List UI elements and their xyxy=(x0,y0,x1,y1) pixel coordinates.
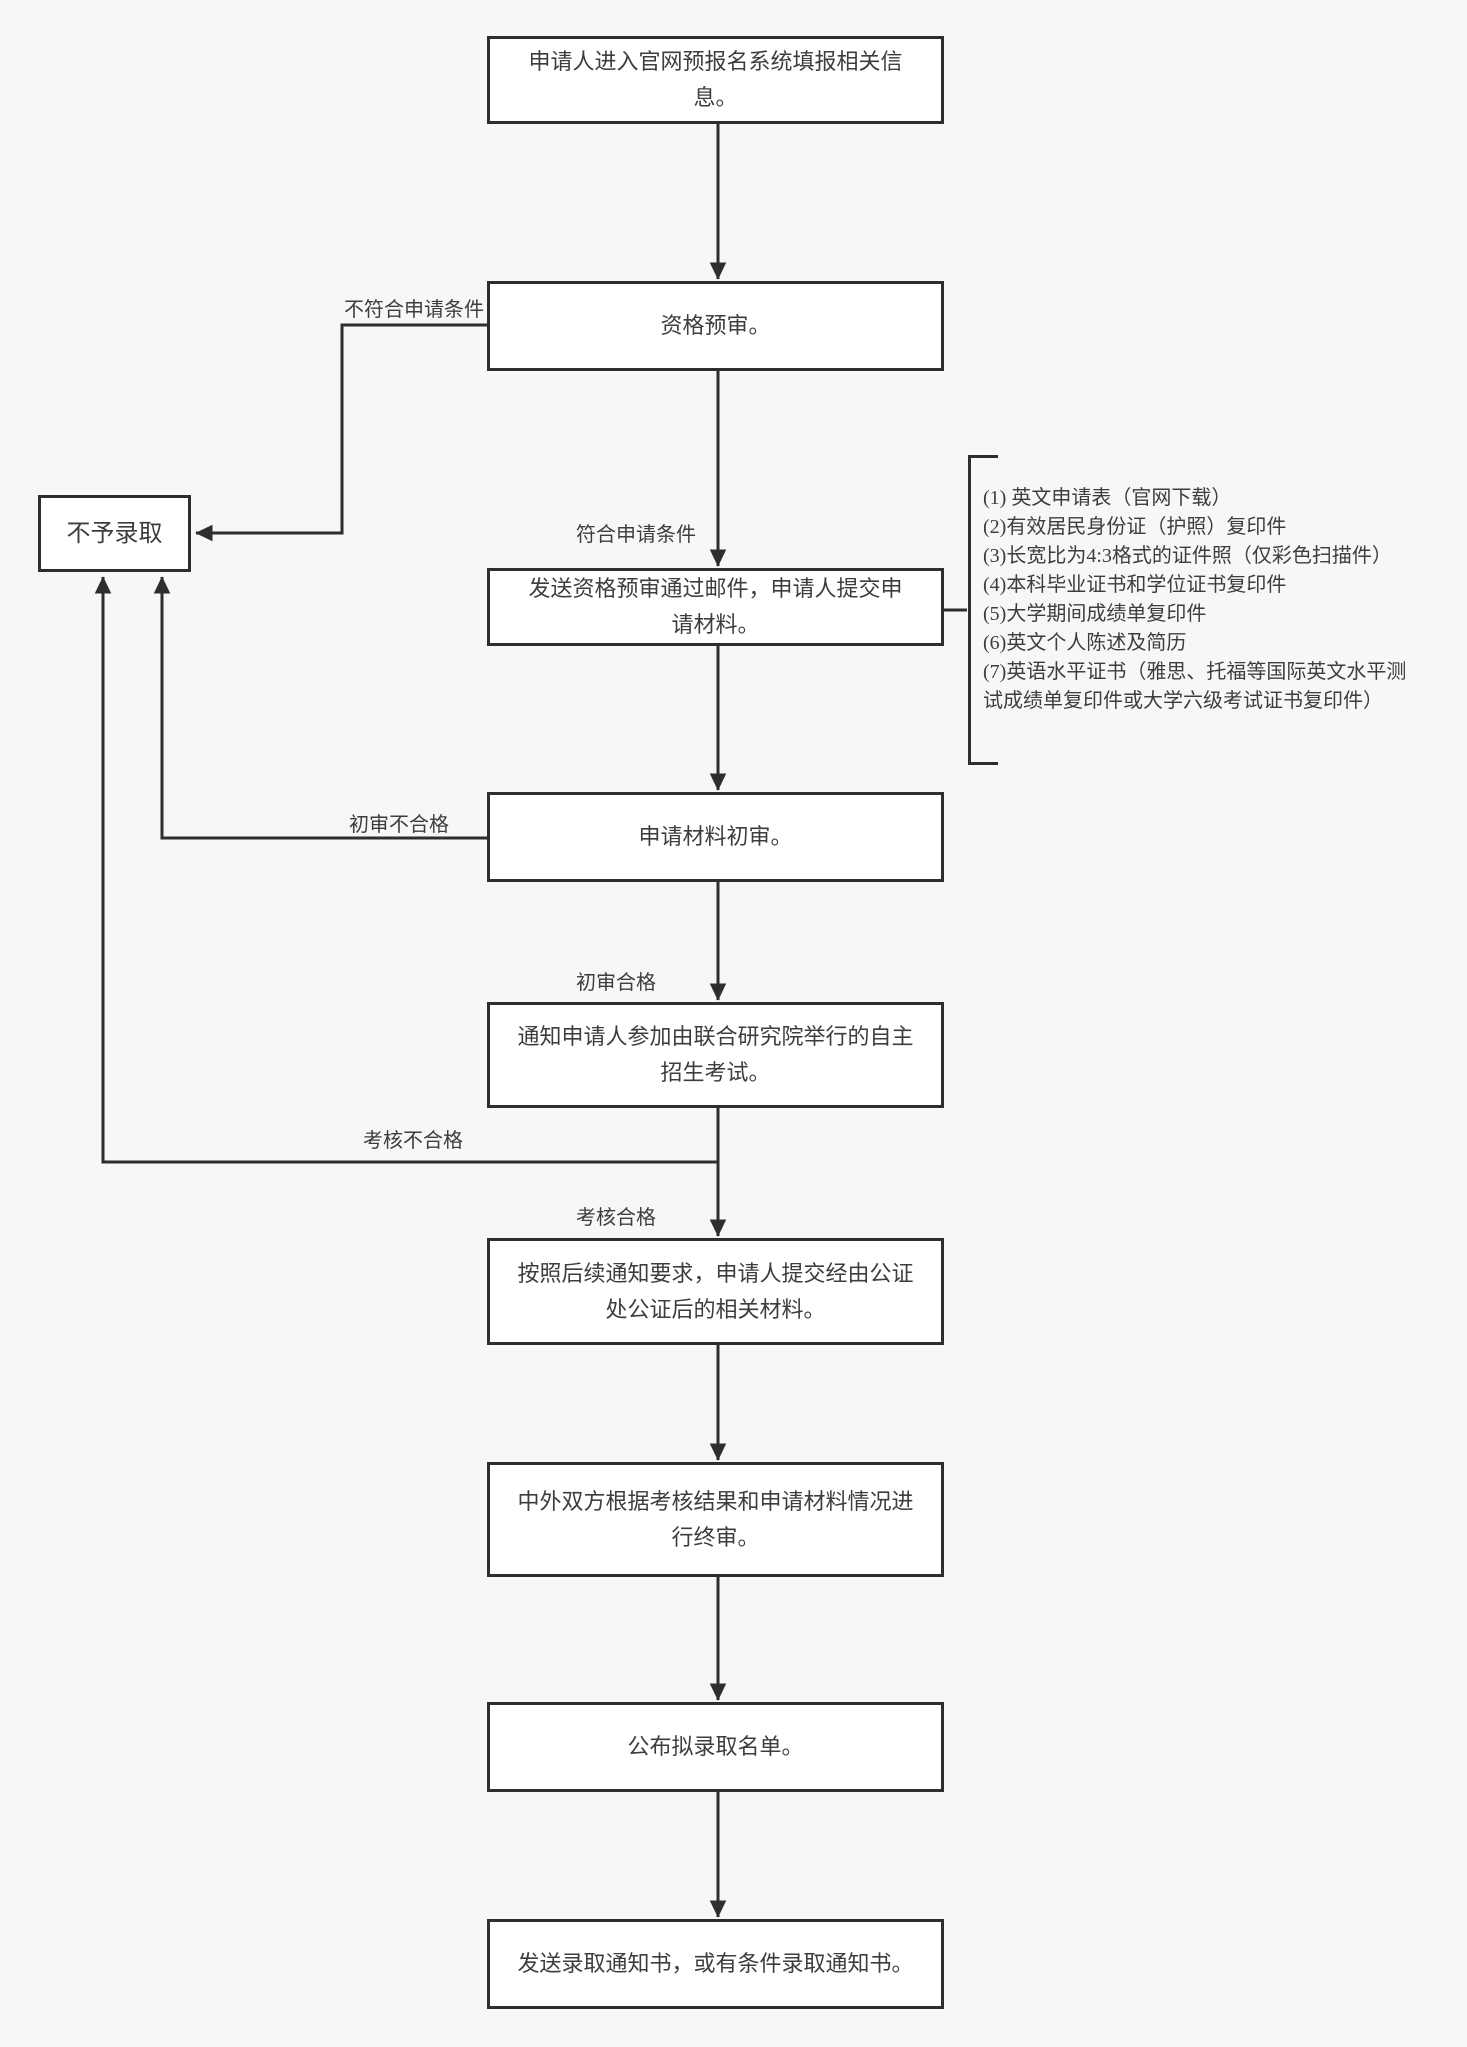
flow-node-label: 不予录取 xyxy=(66,520,163,547)
edge-label-exam-pass: 考核合格 xyxy=(576,1207,656,1229)
flow-node-submit-materials: 发送资格预审通过邮件，申请人提交申请材料。 xyxy=(487,568,944,646)
edge-label-not-qualified: 不符合申请条件 xyxy=(344,299,484,321)
flow-node-initial-review: 申请材料初审。 xyxy=(487,792,944,882)
materials-item: (1) 英文申请表（官网下载） xyxy=(983,487,1232,509)
materials-bracket xyxy=(968,455,998,765)
flow-node-label: 申请材料初审。 xyxy=(638,824,793,849)
flow-node-label: 申请人进入官网预报名系统填报相关信息。 xyxy=(528,49,903,110)
edge-label-qualified: 符合申请条件 xyxy=(576,524,696,546)
materials-item: (7)英语水平证书（雅思、托福等国际英文水平测试成绩单复印件或大学六级考试证书复… xyxy=(983,661,1407,712)
materials-checklist: (1) 英文申请表（官网下载） (2)有效居民身份证（护照）复印件 (3)长宽比… xyxy=(983,484,1423,716)
materials-item: (3)长宽比为4:3格式的证件照（仅彩色扫描件） xyxy=(983,545,1392,567)
flow-node-label: 公布拟录取名单。 xyxy=(627,1734,804,1759)
flow-node-rejected: 不予录取 xyxy=(38,495,191,572)
materials-item: (6)英文个人陈述及简历 xyxy=(983,632,1187,654)
flow-node-publish-admission-list: 公布拟录取名单。 xyxy=(487,1702,944,1792)
flow-node-final-review: 中外双方根据考核结果和申请材料情况进行终审。 xyxy=(487,1462,944,1577)
flow-node-notarized-materials: 按照后续通知要求，申请人提交经由公证处公证后的相关材料。 xyxy=(487,1238,944,1345)
arrow-initial-fail-to-reject xyxy=(153,576,487,840)
flow-node-label: 按照后续通知要求，申请人提交经由公证处公证后的相关材料。 xyxy=(517,1260,914,1322)
arrow-exam-fail-to-reject xyxy=(94,576,718,1164)
arrow-not-qualified-to-reject xyxy=(195,323,487,542)
flow-node-prequalification: 资格预审。 xyxy=(487,281,944,371)
edge-label-initial-review-pass: 初审合格 xyxy=(576,972,656,994)
flow-node-label: 资格预审。 xyxy=(660,313,771,338)
materials-item: (4)本科毕业证书和学位证书复印件 xyxy=(983,574,1287,596)
materials-item: (5)大学期间成绩单复印件 xyxy=(983,603,1207,625)
flow-node-label: 发送录取通知书，或有条件录取通知书。 xyxy=(517,1951,914,1976)
flow-node-label: 通知申请人参加由联合研究院举行的自主招生考试。 xyxy=(517,1024,914,1085)
flow-node-label: 中外双方根据考核结果和申请材料情况进行终审。 xyxy=(517,1488,914,1550)
flow-node-send-admission-letter: 发送录取通知书，或有条件录取通知书。 xyxy=(487,1919,944,2009)
edge-label-exam-fail: 考核不合格 xyxy=(363,1130,463,1152)
materials-item: (2)有效居民身份证（护照）复印件 xyxy=(983,516,1287,538)
edge-label-initial-review-fail: 初审不合格 xyxy=(349,814,449,836)
flow-node-label: 发送资格预审通过邮件，申请人提交申请材料。 xyxy=(528,576,903,637)
flow-node-preregistration: 申请人进入官网预报名系统填报相关信息。 xyxy=(487,36,944,124)
flow-node-entrance-exam: 通知申请人参加由联合研究院举行的自主招生考试。 xyxy=(487,1002,944,1108)
